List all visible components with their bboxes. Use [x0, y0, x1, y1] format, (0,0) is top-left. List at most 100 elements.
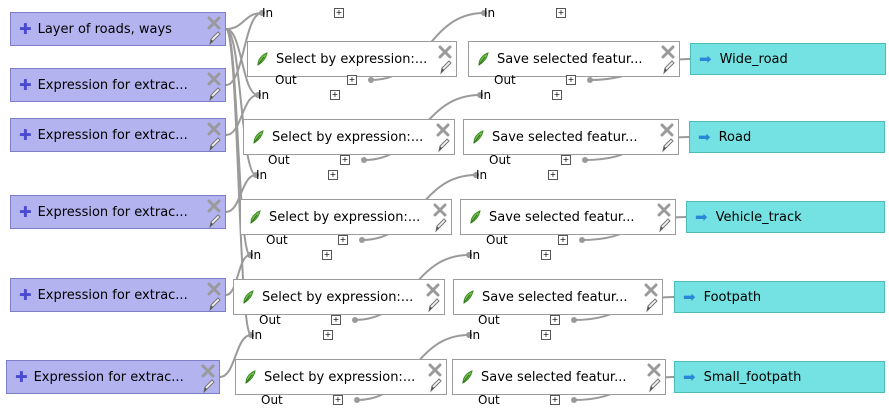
pencil-icon	[203, 379, 215, 394]
arrow-right-icon: ➡	[699, 49, 712, 68]
edit-remove-icons[interactable]	[660, 123, 674, 153]
port-out[interactable]: Out+	[266, 233, 348, 247]
pencil-icon	[428, 298, 440, 313]
save-selected-features-node[interactable]: Save selected featur...	[463, 119, 679, 155]
edit-remove-icons[interactable]	[647, 363, 661, 393]
expand-icon[interactable]: +	[333, 395, 343, 405]
edit-remove-icons[interactable]	[201, 364, 215, 394]
expand-icon[interactable]: +	[558, 235, 568, 245]
port-out[interactable]: Out+	[489, 153, 571, 167]
close-icon	[207, 199, 221, 213]
input-node-layer[interactable]: ✚Layer of roads, ways	[10, 12, 226, 46]
close-icon	[647, 363, 661, 377]
expand-icon[interactable]: +	[550, 395, 560, 405]
expand-icon[interactable]: +	[323, 330, 333, 340]
output-node-vehicle-track[interactable]: ➡Vehicle_track	[686, 201, 885, 233]
select-node-label: Select by expression:...	[272, 129, 424, 145]
close-icon	[433, 203, 447, 217]
port-in[interactable]: In+	[251, 328, 333, 342]
save-selected-features-node[interactable]: Save selected featur...	[452, 359, 666, 395]
select-by-expression-node[interactable]: Select by expression:...	[243, 119, 455, 155]
save-selected-features-node[interactable]: Save selected featur...	[468, 41, 680, 77]
output-label: Small_footpath	[703, 369, 802, 385]
select-by-expression-node[interactable]: Select by expression:...	[233, 279, 445, 315]
expand-icon[interactable]: +	[541, 250, 551, 260]
port-in[interactable]: In+	[469, 248, 551, 262]
select-by-expression-node[interactable]: Select by expression:...	[247, 41, 457, 77]
output-node-road[interactable]: ➡Road	[689, 121, 885, 153]
port-out[interactable]: Out+	[478, 313, 560, 327]
input-label: Expression for extrac...	[37, 287, 188, 303]
expand-icon[interactable]: +	[347, 75, 357, 85]
expand-icon[interactable]: +	[334, 8, 344, 18]
expand-icon[interactable]: +	[561, 155, 571, 165]
select-by-expression-node[interactable]: Select by expression:...	[235, 359, 447, 395]
edit-remove-icons[interactable]	[207, 122, 221, 152]
port-in[interactable]: In+	[250, 248, 332, 262]
edit-remove-icons[interactable]	[644, 283, 658, 313]
select-by-expression-node[interactable]: Select by expression:...	[240, 199, 452, 235]
port-dot	[579, 237, 585, 243]
edit-remove-icons[interactable]	[207, 199, 221, 229]
port-in[interactable]: In+	[480, 88, 562, 102]
algorithm-icon	[243, 290, 254, 304]
edit-remove-icons[interactable]	[207, 72, 221, 102]
expand-icon[interactable]: +	[541, 330, 551, 340]
input-node-e3[interactable]: ✚Expression for extrac...	[10, 195, 226, 229]
port-out[interactable]: Out+	[275, 73, 357, 87]
edit-remove-icons[interactable]	[426, 283, 440, 313]
port-in[interactable]: In+	[469, 328, 551, 342]
expand-icon[interactable]: +	[330, 90, 340, 100]
edit-remove-icons[interactable]	[207, 282, 221, 312]
expand-icon[interactable]: +	[566, 75, 576, 85]
close-icon	[201, 364, 215, 378]
input-node-e4[interactable]: ✚Expression for extrac...	[10, 278, 226, 312]
pencil-icon	[209, 31, 221, 46]
expand-icon[interactable]: +	[338, 235, 348, 245]
save-selected-features-node[interactable]: Save selected featur...	[460, 199, 676, 235]
save-selected-features-node[interactable]: Save selected featur...	[453, 279, 663, 315]
edit-remove-icons[interactable]	[436, 123, 450, 153]
port-dot	[359, 237, 365, 243]
port-out[interactable]: Out+	[259, 313, 341, 327]
port-label: In	[256, 168, 268, 182]
expand-icon[interactable]: +	[340, 155, 350, 165]
port-out[interactable]: Out+	[494, 73, 576, 87]
port-out[interactable]: Out+	[478, 393, 560, 407]
expand-icon[interactable]: +	[548, 170, 558, 180]
expand-icon[interactable]: +	[552, 90, 562, 100]
expand-icon[interactable]: +	[550, 315, 560, 325]
input-node-e5[interactable]: ✚Expression for extrac...	[6, 360, 220, 394]
edit-remove-icons[interactable]	[428, 363, 442, 393]
pencil-icon	[662, 138, 674, 153]
edit-remove-icons[interactable]	[438, 45, 452, 75]
port-in[interactable]: In+	[262, 6, 344, 20]
arrow-right-icon: ➡	[683, 367, 696, 386]
port-in[interactable]: In+	[484, 6, 566, 20]
edit-remove-icons[interactable]	[433, 203, 447, 233]
port-in[interactable]: In+	[258, 88, 340, 102]
input-node-e2[interactable]: ✚Expression for extrac...	[10, 118, 226, 152]
port-in[interactable]: In+	[476, 168, 558, 182]
port-in[interactable]: In +	[256, 168, 338, 182]
expand-icon[interactable]: +	[556, 8, 566, 18]
output-node-footpath[interactable]: ➡Footpath	[674, 281, 885, 313]
input-node-e1[interactable]: ✚Expression for extrac...	[10, 68, 226, 102]
algorithm-icon	[257, 52, 268, 66]
edit-remove-icons[interactable]	[657, 203, 671, 233]
expand-icon[interactable]: +	[328, 170, 338, 180]
edit-remove-icons[interactable]	[661, 45, 675, 75]
expand-icon[interactable]: +	[322, 250, 332, 260]
port-out[interactable]: Out+	[268, 153, 350, 167]
output-node-wide-road[interactable]: ➡Wide_road	[690, 43, 886, 75]
port-out[interactable]: Out+	[486, 233, 568, 247]
expand-icon[interactable]: +	[331, 315, 341, 325]
port-out[interactable]: Out+	[261, 393, 343, 407]
save-node-label: Save selected featur...	[497, 51, 643, 67]
edit-remove-icons[interactable]	[207, 16, 221, 46]
output-node-small-footpath[interactable]: ➡ Small_footpath	[674, 361, 885, 393]
input-label: Layer of roads, ways	[37, 21, 172, 37]
pencil-icon	[209, 297, 221, 312]
algorithm-icon	[473, 130, 484, 144]
